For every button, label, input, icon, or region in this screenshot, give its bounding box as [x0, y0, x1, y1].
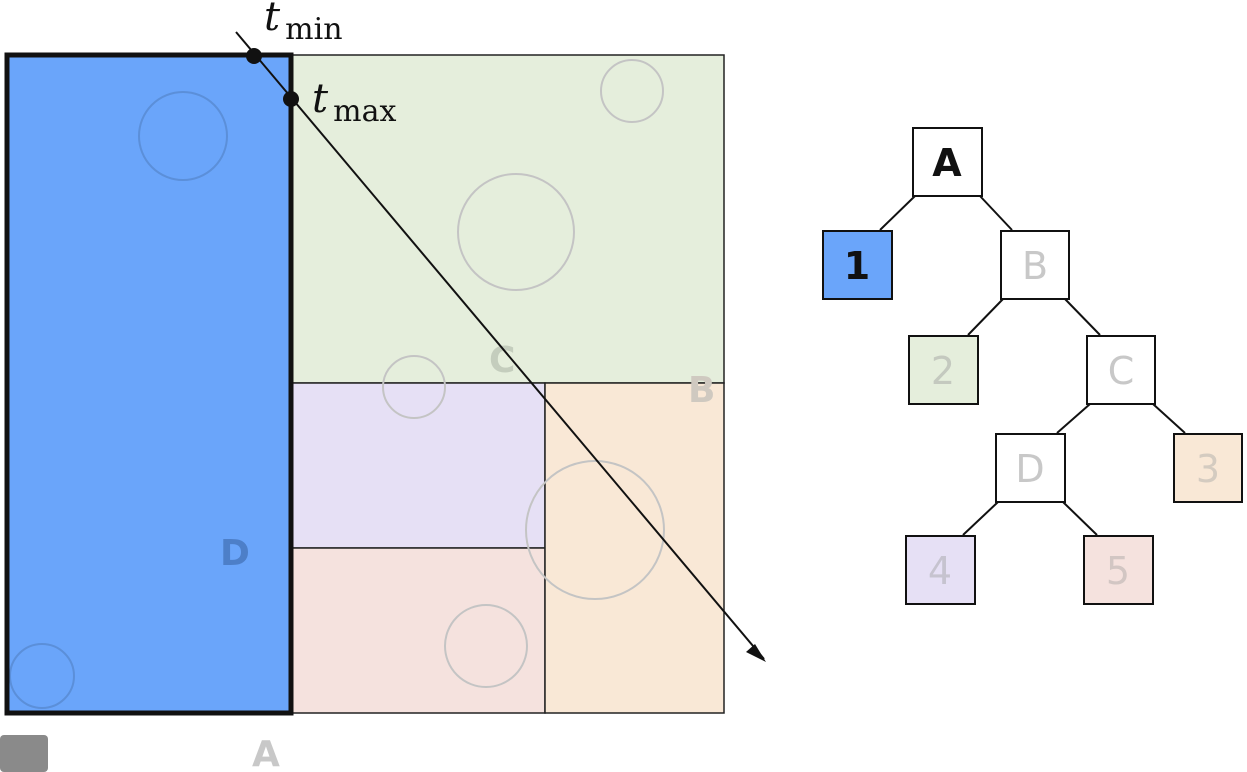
- tree-leaf-2-label: 2: [931, 349, 955, 393]
- video-control-thumbnail[interactable]: [0, 735, 48, 772]
- t-max-label: t max: [312, 76, 397, 129]
- tree-node-d-label: D: [1015, 447, 1044, 491]
- t-min-point: [246, 48, 262, 64]
- bounding-box-outline: [4, 52, 294, 716]
- tree-node-d: D: [995, 433, 1066, 503]
- tree-node-b: B: [1000, 230, 1070, 300]
- region-label-b: B: [688, 370, 715, 411]
- region-2-green: [290, 54, 725, 384]
- primitive-circle: [444, 604, 528, 688]
- t-min-label: t min: [264, 0, 343, 47]
- tree-leaf-1: 1: [822, 230, 893, 300]
- primitive-circle: [600, 59, 664, 123]
- tree-leaf-3: 3: [1173, 433, 1243, 503]
- primitive-circle: [382, 355, 446, 419]
- tree-node-a: A: [912, 127, 983, 197]
- region-1-blue: [7, 55, 291, 713]
- primitive-circle: [525, 460, 665, 600]
- tree-node-a-label: A: [932, 141, 962, 185]
- tree-leaf-5-label: 5: [1106, 549, 1130, 593]
- tree-leaf-4-label: 4: [928, 549, 952, 593]
- ray-arrowhead: [746, 644, 766, 662]
- tree-node-b-label: B: [1022, 244, 1048, 288]
- ray-line: [235, 31, 765, 660]
- tree-leaf-5: 5: [1083, 535, 1154, 605]
- t-max-main: t: [312, 76, 329, 122]
- primitive-circle: [138, 91, 228, 181]
- tree-node-c-label: C: [1108, 349, 1135, 393]
- tree-leaf-3-label: 3: [1196, 447, 1220, 491]
- primitive-circle: [9, 643, 75, 709]
- tree-leaf-4: 4: [905, 535, 976, 605]
- tree-leaf-2: 2: [908, 335, 979, 405]
- primitive-circle: [457, 173, 575, 291]
- tree-edges: [879, 195, 1186, 536]
- region-label-a: A: [252, 734, 280, 772]
- tree-node-c: C: [1086, 335, 1156, 405]
- region-4-purple: [290, 382, 546, 549]
- region-label-d: D: [220, 533, 250, 574]
- t-min-sub: min: [285, 12, 342, 47]
- region-5-pink: [290, 547, 546, 714]
- t-min-main: t: [264, 0, 281, 40]
- t-max-sub: max: [333, 94, 396, 129]
- tree-leaf-1-label: 1: [844, 244, 870, 288]
- region-3-orange: [544, 382, 725, 714]
- t-max-point: [283, 91, 299, 107]
